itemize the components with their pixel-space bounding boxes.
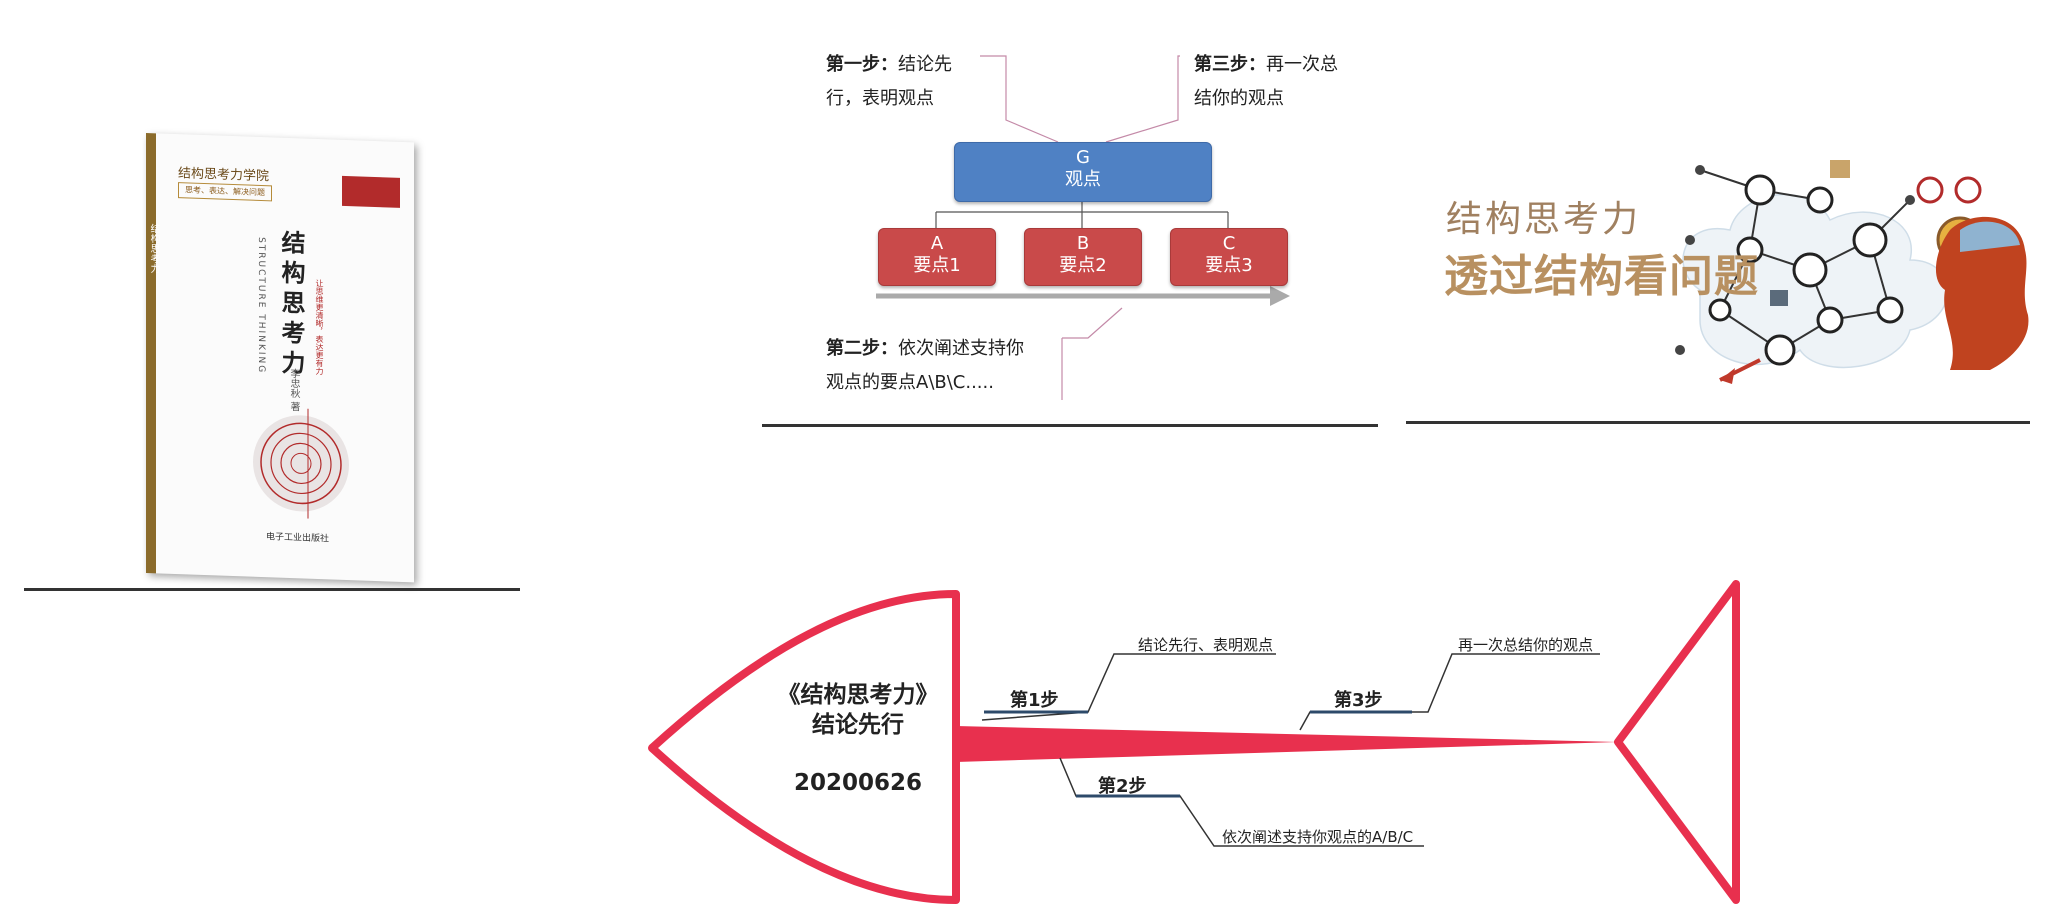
- divider-rule: [762, 424, 1378, 427]
- step2-line2: 观点的要点A\B\C.....: [826, 372, 994, 393]
- bone-3-detail: 再一次总结你的观点: [1458, 636, 1594, 654]
- step2-line1: 依次阐述支持你: [898, 338, 1024, 359]
- step1-connector: [980, 55, 1059, 143]
- step3-line1: 再一次总: [1266, 54, 1338, 75]
- point-box-b: B 要点2: [1024, 228, 1142, 286]
- step1-text: 第一步：结论先 行，表明观点: [826, 48, 952, 116]
- fish-head-date: 20200626: [793, 770, 923, 796]
- step1-line1: 结论先: [898, 54, 952, 75]
- point-letter: A: [930, 233, 944, 254]
- step1-bold: 第一步：: [826, 54, 898, 75]
- book-ring-icon: [253, 408, 349, 519]
- point-label: 要点1: [913, 255, 961, 276]
- point-box-c: C 要点3: [1170, 228, 1288, 286]
- step1-line2: 行，表明观点: [826, 88, 934, 109]
- bone-2-label: 第2步: [1098, 776, 1147, 797]
- bone-1-line: [981, 653, 1276, 721]
- banner-line2: 透过结构看问题: [1444, 251, 1759, 302]
- fish-head-title: 《结构思考力》: [777, 682, 939, 708]
- bone-3-line: [1299, 653, 1600, 731]
- step3-line2: 结你的观点: [1194, 88, 1284, 109]
- book-cover: 结构思考力 结构思考力学院 思考、表达、解决问题 STRUCTURE THINK…: [146, 133, 414, 583]
- divider-rule: [1406, 421, 2030, 424]
- step3-text: 第三步：再一次总 结你的观点: [1194, 48, 1338, 116]
- viewpoint-letter: G: [1076, 147, 1090, 168]
- bone-3-label: 第3步: [1334, 690, 1383, 711]
- bone-1-detail: 结论先行、表明观点: [1138, 636, 1274, 654]
- bone-2-detail: 依次阐述支持你观点的A/B/C: [1222, 828, 1414, 846]
- step2-connector-elbow: [1062, 307, 1123, 339]
- point-letter: B: [1076, 233, 1090, 254]
- flow-arrow-head: [1270, 286, 1290, 306]
- fish-head-subtitle: 结论先行: [812, 712, 904, 738]
- fish-head-text: 《结构思考力》 结论先行 20200626: [748, 680, 968, 798]
- viewpoint-box: G 观点: [954, 142, 1212, 202]
- step2-bold: 第二步：: [826, 338, 898, 359]
- step3-bold: 第三步：: [1194, 54, 1266, 75]
- network-head-icon: [1675, 160, 2029, 384]
- point-box-a: A 要点1: [878, 228, 996, 286]
- divider-rule: [24, 588, 520, 591]
- fish-spine: [956, 726, 1618, 762]
- fish-head: [648, 590, 960, 904]
- fish-tail: [1614, 580, 1740, 904]
- step2-text: 第二步：依次阐述支持你 观点的要点A\B\C.....: [826, 332, 1024, 400]
- point-label: 要点3: [1205, 255, 1253, 276]
- point-letter: C: [1222, 233, 1236, 254]
- viewpoint-label: 观点: [1065, 169, 1101, 190]
- step3-connector: [1105, 55, 1180, 143]
- point-label: 要点2: [1059, 255, 1107, 276]
- banner-line1: 结构思考力: [1446, 199, 1642, 240]
- bone-1-label: 第1步: [1010, 690, 1059, 711]
